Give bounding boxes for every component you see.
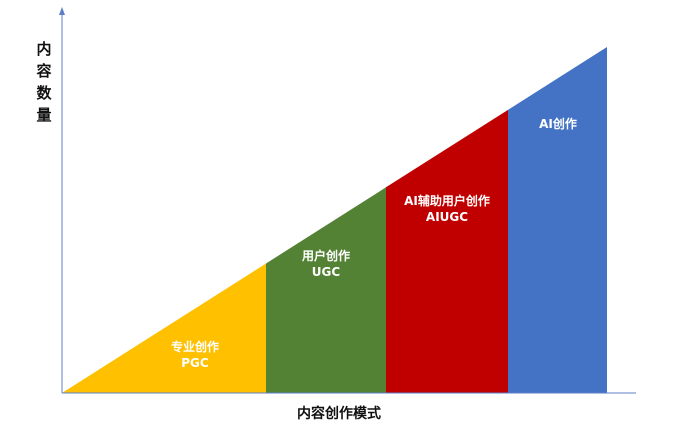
- band-title: AI创作: [539, 117, 577, 131]
- band-code: PGC: [181, 356, 209, 370]
- x-axis-label: 内容创作模式: [297, 406, 381, 422]
- band-aiugc: [386, 109, 508, 394]
- y-axis-arrow-icon: [59, 7, 65, 15]
- band-pgc: [62, 263, 266, 393]
- band-ugc: [266, 187, 386, 393]
- band-title: AI辅助用户创作: [404, 194, 490, 208]
- band-ai: [508, 47, 607, 393]
- band-title: 用户创作: [301, 249, 350, 263]
- x-axis-label-wrap: 内容创作模式: [0, 403, 678, 423]
- band-label-aiugc: AI辅助用户创作 AIUGC: [386, 193, 508, 225]
- band-title: 专业创作: [170, 340, 219, 354]
- y-axis-label: 内容数量: [36, 40, 52, 124]
- band-label-ai: AI创作: [508, 116, 608, 132]
- band-label-pgc: 专业创作 PGC: [145, 339, 245, 371]
- band-code: AIUGC: [425, 210, 469, 224]
- band-code: UGC: [311, 265, 341, 279]
- band-label-ugc: 用户创作 UGC: [276, 248, 376, 280]
